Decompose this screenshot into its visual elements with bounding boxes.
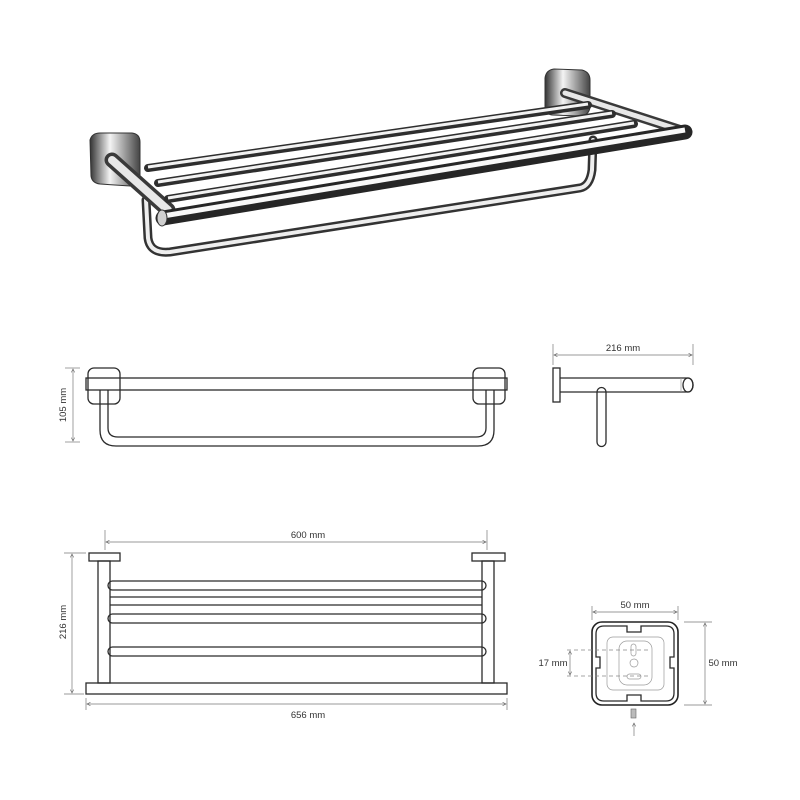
front-height-dimension: 105 mm — [58, 388, 69, 422]
top-depth-dimension: 216 mm — [58, 605, 69, 639]
side-depth-dimension: 216 mm — [606, 343, 640, 354]
set-screw-icon — [630, 708, 637, 719]
towel-rack-photo — [89, 68, 693, 257]
top-overall-width-dimension: 656 mm — [291, 710, 325, 721]
top-inner-width-dimension: 600 mm — [291, 530, 325, 541]
hole-spacing-dimension: 17 mm — [538, 658, 567, 669]
top-view: 600 mm 216 mm 656 mm — [58, 530, 508, 721]
front-view: 105 mm — [58, 367, 508, 447]
mount-width-dimension: 50 mm — [620, 600, 649, 611]
mount-height-dimension: 50 mm — [708, 658, 737, 669]
mount-plate-view: 17 mm 50 mm 50 mm — [538, 600, 738, 736]
side-view: 216 mm — [552, 343, 694, 448]
